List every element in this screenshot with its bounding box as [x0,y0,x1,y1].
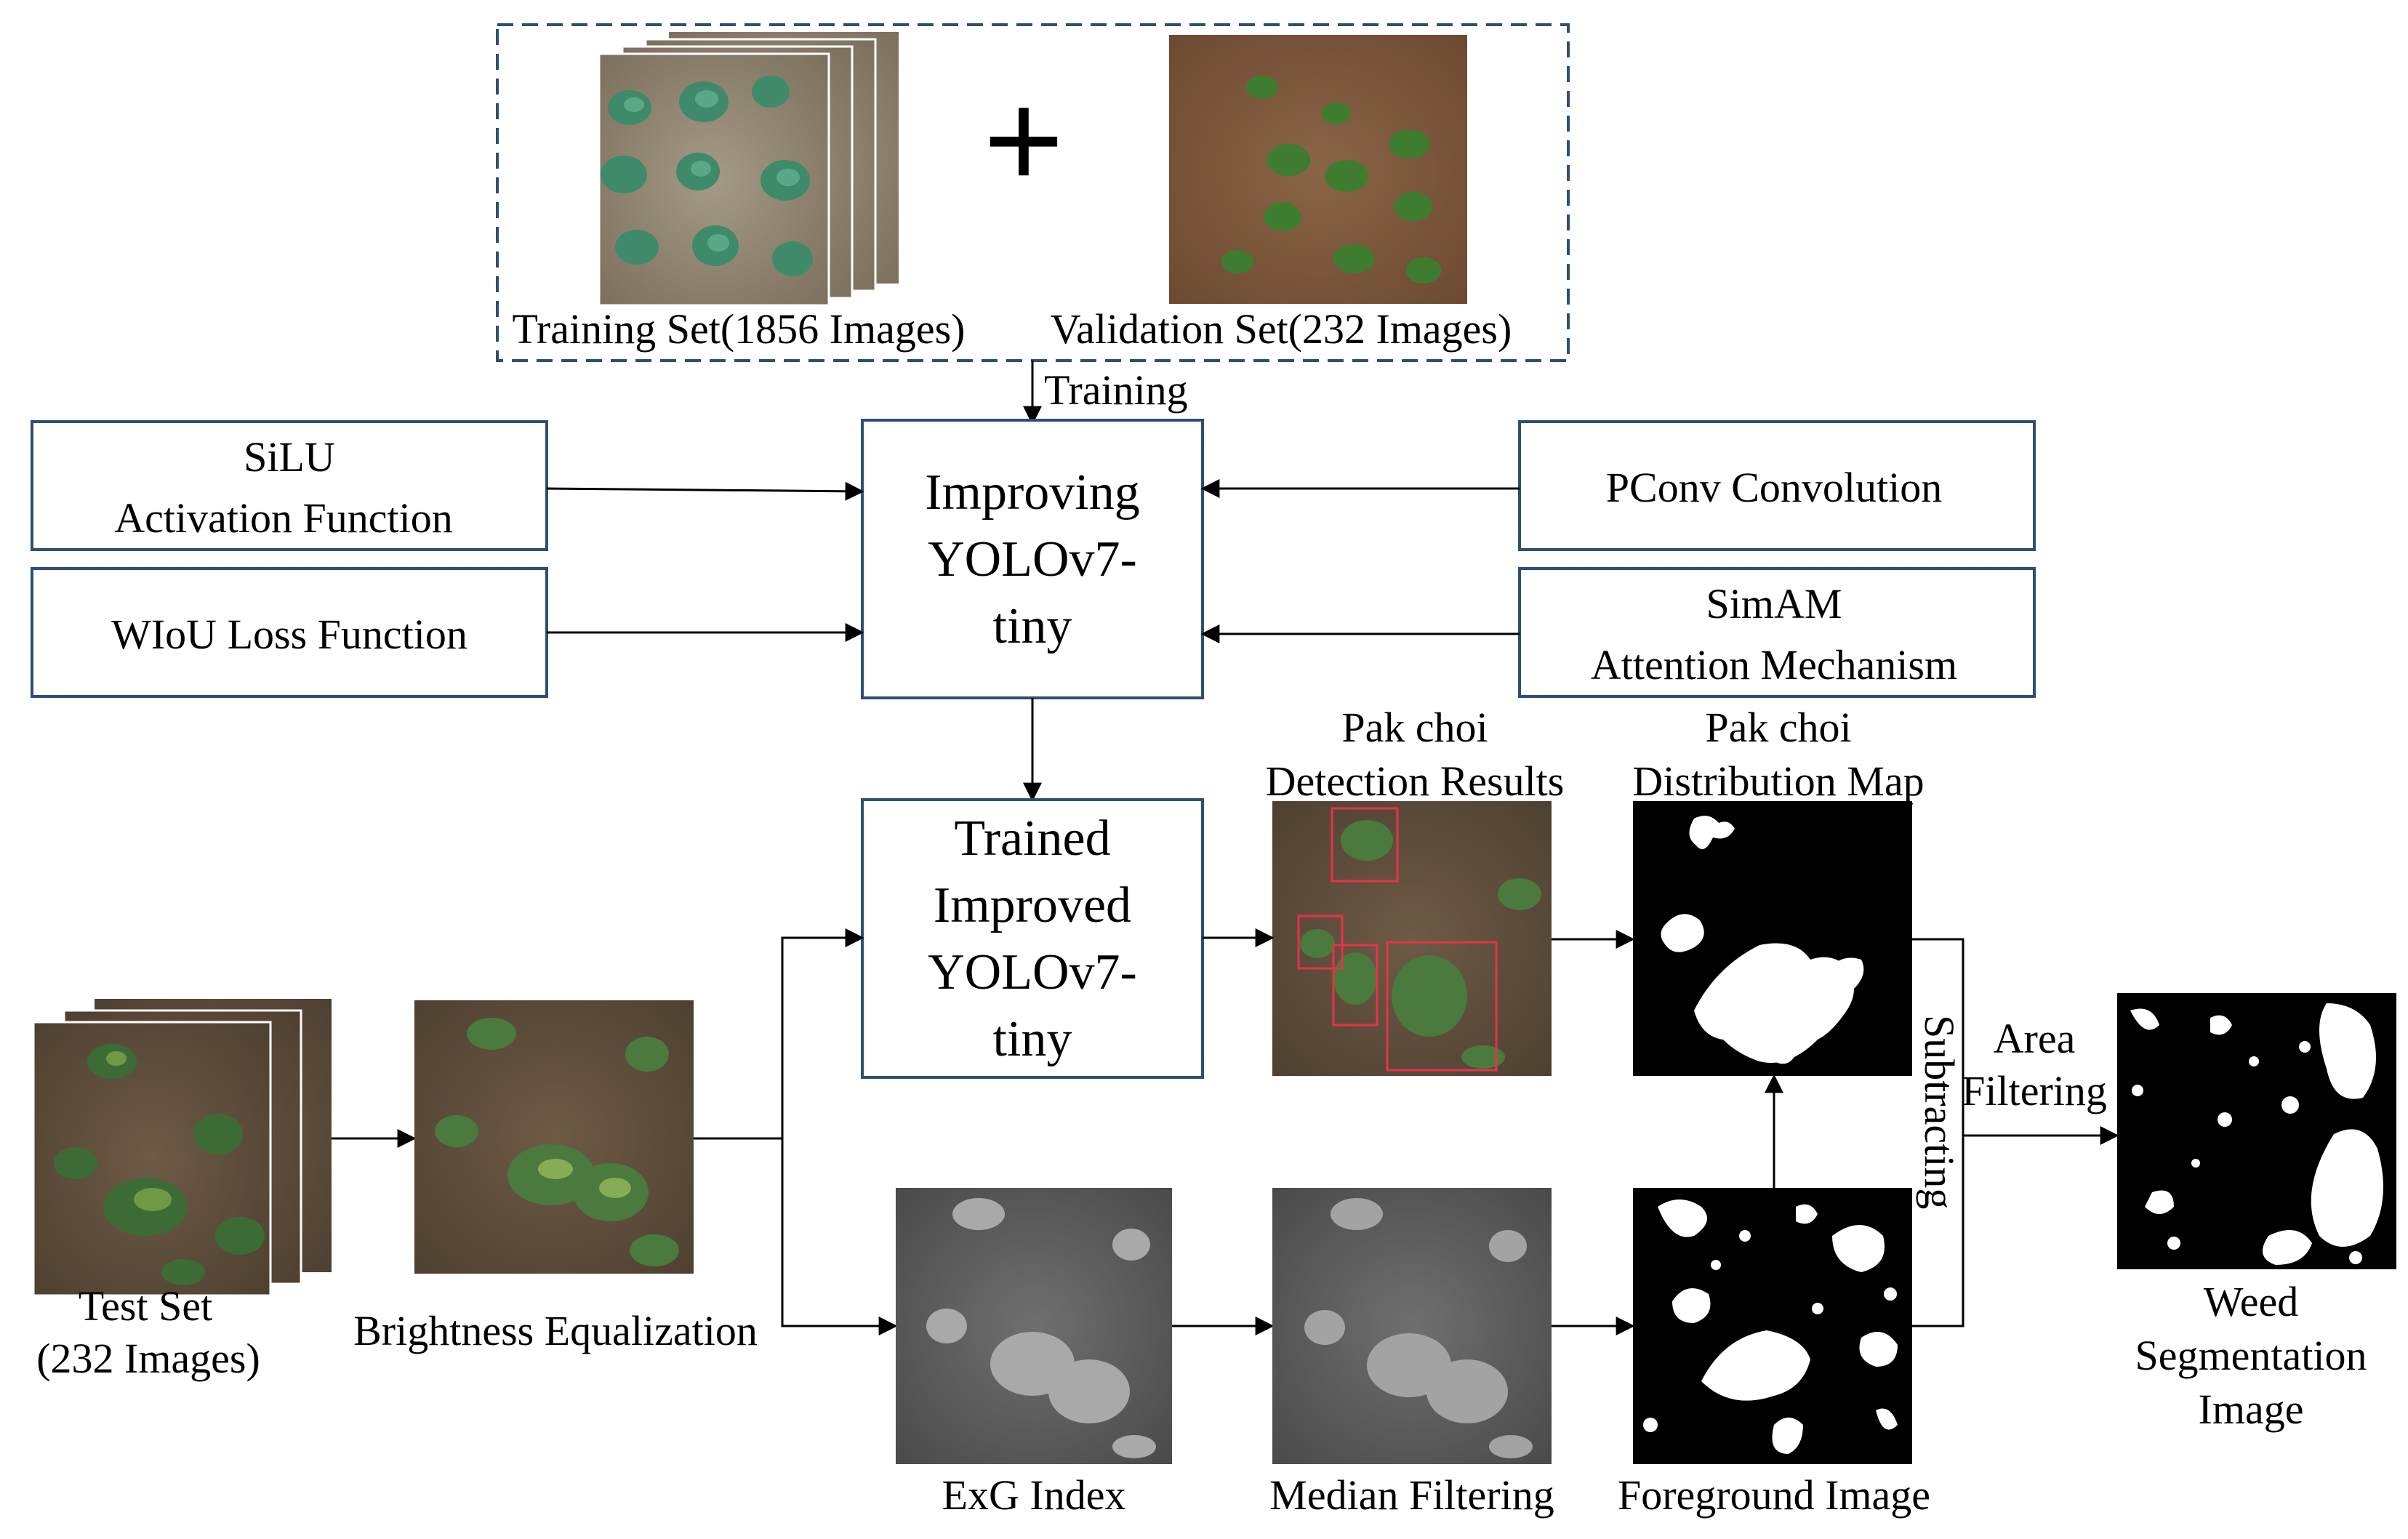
trained-model-box: Trained Improved YOLOv7- tiny [861,798,1204,1079]
wiou-label: WIoU Loss Function [111,611,467,658]
exg-index-image [896,1188,1172,1464]
training-set-image [598,32,899,307]
training-arrow-label: Training [1044,366,1188,414]
trained-line-2: Improved [934,877,1131,933]
simam-subtitle: Attention Mechanism [1591,641,1957,688]
subtracting-bracket [1912,938,1964,1327]
distribution-map-label-2: Distribution Map [1632,758,1924,805]
wiou-box: WIoU Loss Function [31,567,548,698]
silu-box: SiLU Activation Function [31,420,548,551]
subtracting-label: Subtracting [1916,1015,1963,1209]
silu-arrow [546,481,864,501]
brightness-label: Brightness Equalization [353,1307,758,1354]
test-set-image [32,999,332,1297]
detection-results-label-2: Detection Results [1266,758,1565,805]
detection-box [1331,807,1399,883]
silu-subtitle: Activation Function [114,494,453,542]
validation-set-label: Validation Set(232 Images) [1051,305,1512,353]
distribution-map-label-1: Pak choi [1705,704,1851,751]
detection-results-image [1272,801,1552,1076]
improving-line-1: Improving [925,465,1140,521]
test-set-label-1: Test Set [79,1282,212,1330]
validation-set-image [1169,35,1467,304]
exg-index-label: ExG Index [942,1471,1126,1519]
detection-box [1332,944,1378,1026]
simam-title: SimAM [1706,580,1842,627]
detection-results-label-1: Pak choi [1341,704,1488,751]
pconv-label: PConv Convolution [1606,464,1942,511]
split-to-trained-arrow [781,928,864,1138]
detection-box [1297,915,1344,970]
pconv-box: PConv Convolution [1518,420,2036,551]
weed-image-label-3: Image [2199,1386,2304,1433]
weed-segmentation-image [2117,993,2396,1269]
area-filtering-label-1: Area [1994,1015,2076,1062]
foreground-image [1633,1188,1912,1464]
foreground-label: Foreground Image [1618,1471,1930,1519]
weed-image-label-2: Segmentation [2135,1332,2367,1379]
test-set-label-2: (232 Images) [36,1335,260,1382]
improving-line-2: YOLOv7- [928,531,1137,587]
detection-box [1386,941,1498,1072]
split-to-exg-arrow [781,1138,898,1335]
improving-model-box: Improving YOLOv7- tiny [861,419,1204,699]
median-filtering-label: Median Filtering [1269,1471,1554,1519]
silu-title: SiLU [244,433,335,481]
improving-line-3: tiny [993,598,1072,654]
trained-line-3: YOLOv7- [928,944,1137,1000]
trained-line-1: Trained [954,811,1110,867]
trained-line-4: tiny [993,1011,1072,1067]
plus-symbol: + [984,63,1064,217]
distribution-map-image [1633,801,1912,1076]
weed-image-label-1: Weed [2204,1278,2299,1325]
median-filtering-image [1272,1188,1552,1464]
brightness-image [414,1000,694,1274]
training-set-label: Training Set(1856 Images) [513,305,966,353]
simam-box: SimAM Attention Mechanism [1518,567,2036,698]
area-filtering-label-2: Filtering [1962,1067,2107,1114]
